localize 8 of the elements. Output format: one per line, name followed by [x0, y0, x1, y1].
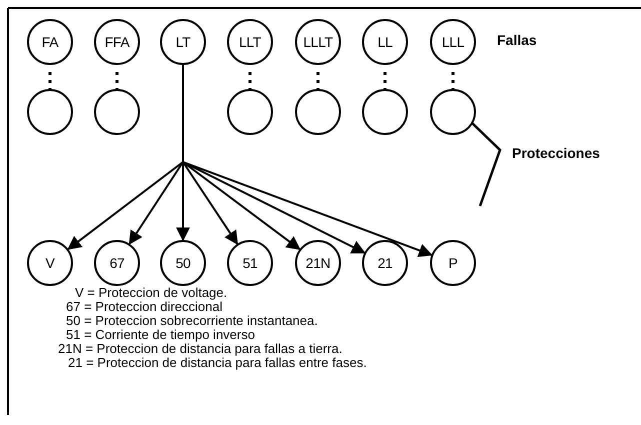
- legend-note: 21N = Proteccion de distancia para fallas a tierra.: [58, 342, 342, 356]
- legend-note: 50 = Proteccion sobrecorriente instantanea.: [66, 314, 318, 328]
- legend-note: 51 = Corriente de tiempo inverso: [66, 328, 255, 342]
- legend-note: 21 = Proteccion de distancia para fallas entre fases.: [68, 356, 367, 370]
- group-label: Fallas: [497, 31, 537, 50]
- legend-note: 67 = Proteccion direccional: [66, 300, 222, 314]
- legend-note: V = Proteccion de voltage.: [75, 286, 228, 300]
- group-label: Protecciones: [512, 144, 600, 163]
